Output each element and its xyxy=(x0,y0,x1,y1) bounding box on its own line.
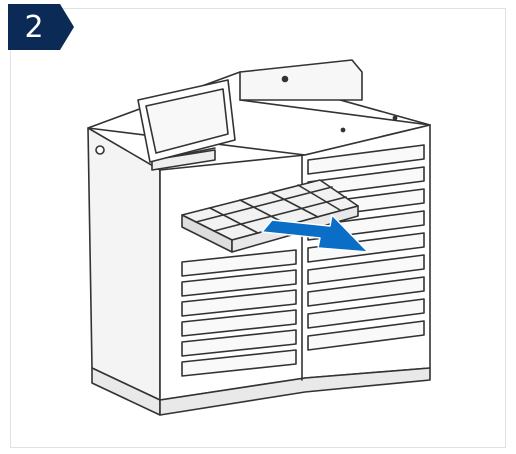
left-drawer-stack xyxy=(181,249,297,377)
step-number: 2 xyxy=(24,9,44,45)
pull-direction-arrow-icon xyxy=(261,214,369,253)
step-badge xyxy=(8,4,74,50)
right-drawer-stack xyxy=(307,144,425,351)
step-badge-shape xyxy=(8,4,74,50)
touchscreen-monitor-icon xyxy=(137,79,236,171)
